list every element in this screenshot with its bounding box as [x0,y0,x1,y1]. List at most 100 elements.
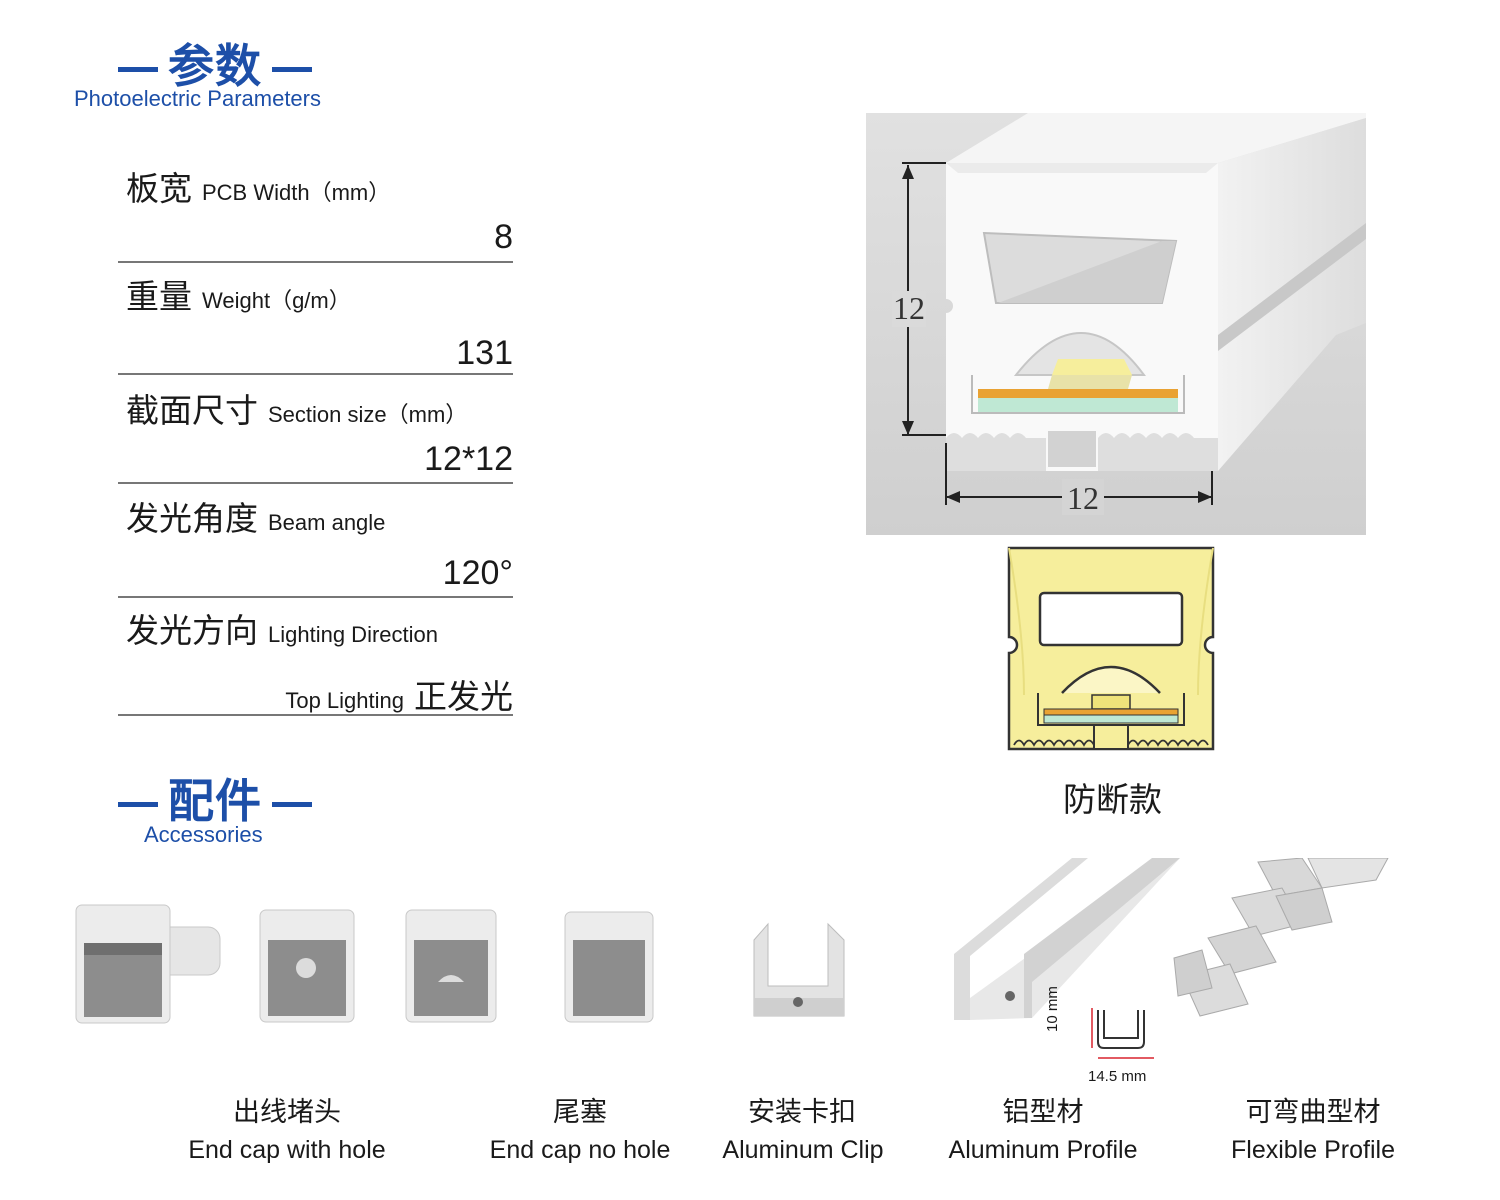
title-dash-right [272,802,312,807]
cap-slot [438,975,464,982]
param-value: Top Lighting 正发光 [285,670,513,718]
param-value: 12*12 [424,440,513,478]
section-bottom-slot [1093,724,1129,750]
led-chip-top [1052,359,1132,375]
param-label-zh: 截面尺寸 [126,391,258,430]
accessory-name-en: Aluminum Clip [722,1136,884,1164]
section-inner-edge [1008,547,1214,696]
pcb-channel-frame [971,375,1185,414]
end-cap-with-hole-image [75,904,221,1024]
section-bottom-teeth [1013,739,1209,747]
param-label-en: Lighting Direction [268,622,438,647]
param-label-en: PCB Width（mm） [202,180,391,205]
profile-upper-cavity-inner [998,241,1176,303]
dim-height-arrow-bottom [902,421,914,435]
param-beam-angle: 发光角度 Beam angle 120° [118,492,513,600]
profile-left-wall [954,858,1088,1020]
param-label: 发光方向 Lighting Direction [126,604,438,652]
flex-segment [1275,887,1333,931]
param-label-en: Beam angle [268,510,386,535]
cap-opening [573,940,645,1016]
param-value-zh: 正发光 [414,677,513,716]
title-dash-right [272,67,312,72]
param-divider [118,373,513,375]
param-value: 131 [456,334,513,372]
cap-opening [84,943,162,1017]
section-pcb-green [1043,714,1179,724]
title-dash-left [118,802,158,807]
bottom-slot [1048,431,1096,467]
param-label: 板宽 PCB Width（mm） [126,162,390,210]
accessory-name-en: Flexible Profile [1231,1136,1395,1164]
flex-segment [1173,949,1213,997]
profile-section-diagram [1007,546,1215,751]
params-section-subtitle: Photoelectric Parameters [74,86,321,111]
param-divider [118,714,513,716]
param-label-zh: 重量 [126,277,192,316]
param-divider [118,482,513,484]
dim-width-label: 12 [1067,480,1099,516]
section-upper-cavity [1038,591,1184,647]
profile-dim-height-label: 10 mm [1044,986,1061,1032]
dim-height-arrow-top [902,165,914,179]
profile-side-ridge [1218,223,1366,351]
profile-3d-render: 12 12 [866,113,1366,535]
section-lens-dome [1061,665,1161,694]
param-lighting-direction: 发光方向 Lighting Direction Top Lighting 正发光 [118,604,513,718]
cap-opening-shadow [84,943,162,955]
accessory-name-zh: 尾塞 [553,1097,607,1128]
profile-top-face [946,113,1366,163]
title-dash-left [118,67,158,72]
profile-front-face [946,163,1218,471]
pcb-green-layer [978,398,1178,412]
profile-dimension-drawing [1091,1008,1154,1059]
pcb-orange-layer [978,389,1178,398]
param-label-zh: 发光方向 [126,611,258,650]
accessory-name-en: End cap with hole [188,1136,386,1164]
flex-segment [1207,925,1277,975]
param-divider [118,596,513,598]
dim-height-label: 12 [893,290,925,326]
param-label-zh: 板宽 [126,169,192,208]
accessory-name-en: Aluminum Profile [948,1136,1138,1164]
dim-height-label-bg [892,291,926,327]
param-value: 120° [442,554,513,592]
param-label-en: Section size（mm） [268,402,468,427]
params-section-title: 参数 [108,30,322,96]
end-cap-no-hole-image-1 [259,909,355,1023]
aluminum-profile-image [954,858,1180,1020]
param-pcb-width: 板宽 PCB Width（mm） 8 [118,162,513,264]
param-label: 发光角度 Beam angle [126,492,385,540]
accessory-name-zh: 铝型材 [1002,1097,1084,1128]
accessory-name-en: End cap no hole [489,1136,671,1164]
accessories-section-subtitle: Accessories [144,822,263,847]
params-title-text: 参数 [168,39,262,93]
cap-opening [268,940,346,1016]
flexible-profile-image [1173,858,1389,1017]
accessories-section-title: 配件 [108,765,322,831]
flex-segment [1307,858,1389,889]
end-cap-plain-image [564,911,654,1023]
accessory-name-zh: 安装卡扣 [748,1097,856,1128]
section-led [1091,694,1131,710]
accessory-name-zh: 出线堵头 [233,1097,341,1128]
param-label: 截面尺寸 Section size（mm） [126,384,467,432]
dim-width-arrow-right [1198,491,1212,503]
section-diagram-caption: 防断款 [1063,780,1162,819]
param-label-zh: 发光角度 [126,499,258,538]
accessories-title-text: 配件 [168,774,262,828]
dim-width-arrow-left [946,491,960,503]
param-divider [118,261,513,263]
param-section-size: 截面尺寸 Section size（mm） 12*12 [118,384,513,486]
profile-screw-hole [1005,991,1015,1001]
end-cap-no-hole-image-2 [405,909,497,1023]
accessory-name-zh: 可弯曲型材 [1245,1097,1381,1128]
cap-hole [296,958,316,978]
profile-section-shape [1097,1010,1145,1049]
param-value-en: Top Lighting [285,688,404,713]
profile-dim-width-label: 14.5 mm [1088,1068,1147,1085]
bottom-teeth [946,433,1218,471]
param-value: 8 [494,218,513,256]
